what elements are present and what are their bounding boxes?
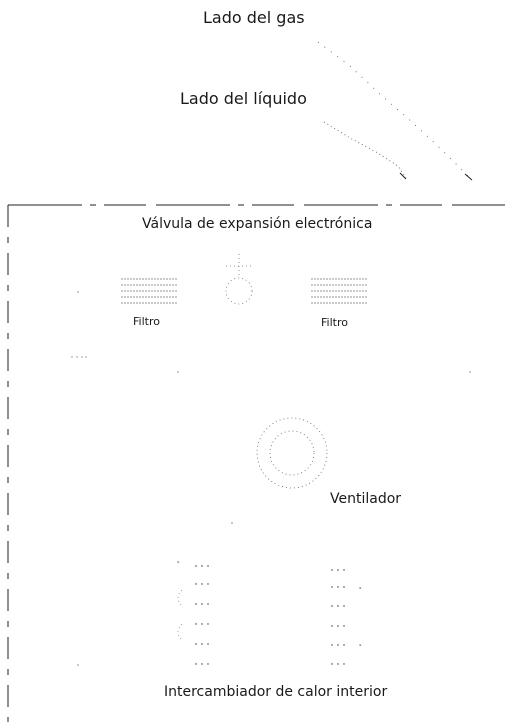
heat-exchanger-coils [195,565,345,665]
heat-exchanger-bends [176,560,362,647]
filter-right-grid [311,278,367,304]
filter-right-label: Filtro [321,316,348,329]
liquid-pipe-end [399,172,407,180]
gas-side-label: Lado del gas [203,8,305,27]
expansion-valve-symbol [225,254,253,305]
expansion-valve-label: Válvula de expansión electrónica [142,216,373,232]
filter-left-grid [121,278,177,304]
faint-pipe-marks [71,291,471,666]
gas-side-pipe [317,41,471,179]
fan-label: Ventilador [330,491,402,507]
fan-symbol [256,417,328,489]
liquid-side-pipe [323,121,407,179]
indoor-heat-exchanger-label: Intercambiador de calor interior [164,684,388,700]
gas-pipe-end [464,173,473,181]
liquid-side-label: Lado del líquido [180,89,307,108]
filter-left-label: Filtro [133,315,160,328]
